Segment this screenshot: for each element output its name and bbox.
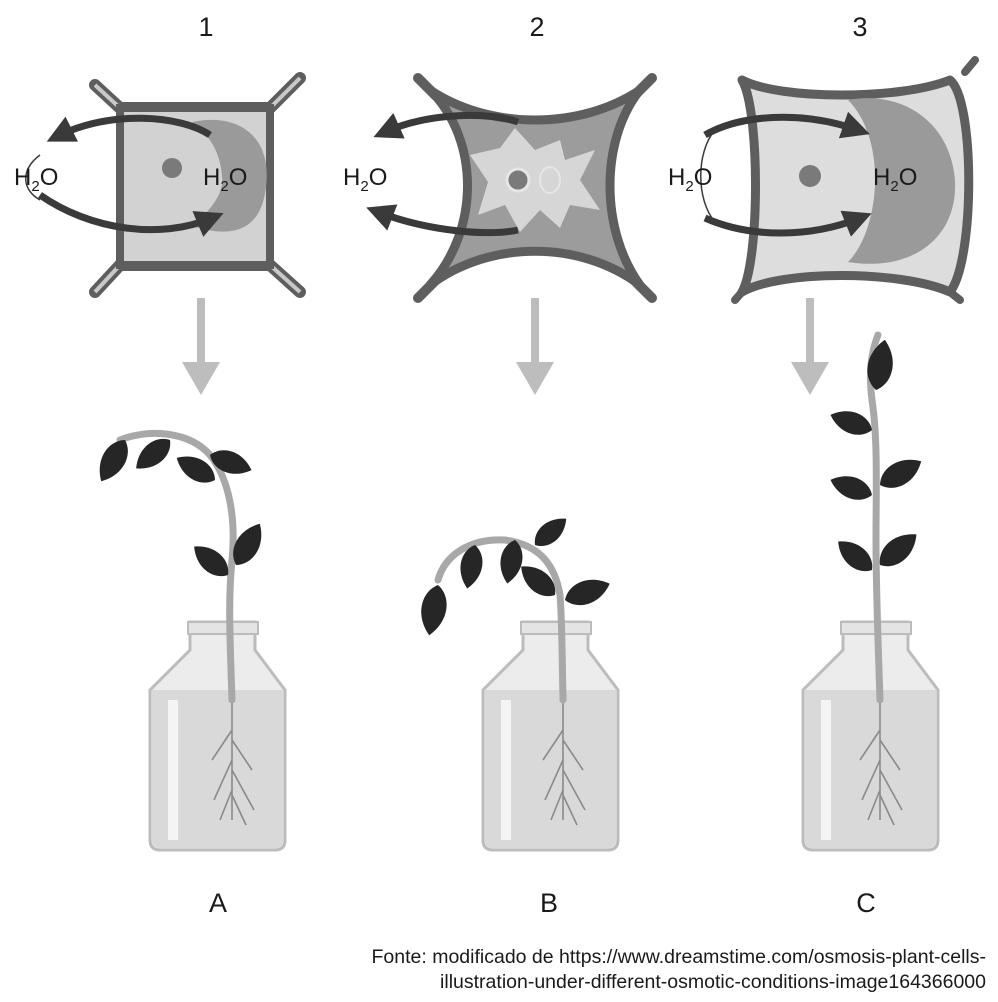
water-arrows-3	[703, 111, 872, 237]
plant-cell-1	[89, 72, 306, 298]
source-line-1: Fonte: modificado de https://www.dreamst…	[371, 946, 986, 968]
condition-letter-c: C	[856, 888, 876, 918]
nucleus-2	[505, 167, 531, 193]
plant-cell-2	[413, 73, 657, 303]
water-label-3-inside: H2O	[873, 164, 917, 195]
column-number-2: 2	[529, 12, 544, 42]
condition-letter-a: A	[209, 888, 227, 918]
plant-c	[826, 331, 928, 704]
nucleus-3	[799, 165, 821, 187]
vacuole-2	[470, 128, 600, 232]
source-citation: Fonte: modificado de https://www.dreamst…	[372, 945, 986, 995]
column-number-3: 3	[852, 12, 867, 42]
water-label-1-inside: H2O	[203, 164, 247, 195]
roots	[211, 700, 903, 826]
vacuole-1	[192, 119, 267, 232]
water-label-1-outside: H2O	[14, 164, 58, 195]
down-arrows	[182, 298, 829, 395]
jar-b	[481, 620, 620, 852]
column-number-1: 1	[198, 12, 213, 42]
jar-c	[801, 620, 940, 852]
plant-cell-3	[731, 56, 979, 304]
jar-a	[148, 620, 287, 852]
water-arrows-1	[37, 114, 224, 237]
water-label-3-outside: H2O	[668, 164, 712, 195]
vacuole-3	[848, 98, 956, 264]
source-line-2: illustration-under-different-osmotic-con…	[440, 971, 986, 993]
arrow-tail-3	[700, 129, 716, 223]
nucleus-1	[162, 158, 182, 178]
plant-b	[416, 511, 614, 704]
water-label-2-outside: H2O	[343, 164, 387, 195]
arrow-tail-1	[25, 154, 41, 201]
condition-letter-b: B	[540, 888, 558, 918]
water-arrows-2	[366, 111, 520, 237]
plant-a	[91, 429, 270, 704]
